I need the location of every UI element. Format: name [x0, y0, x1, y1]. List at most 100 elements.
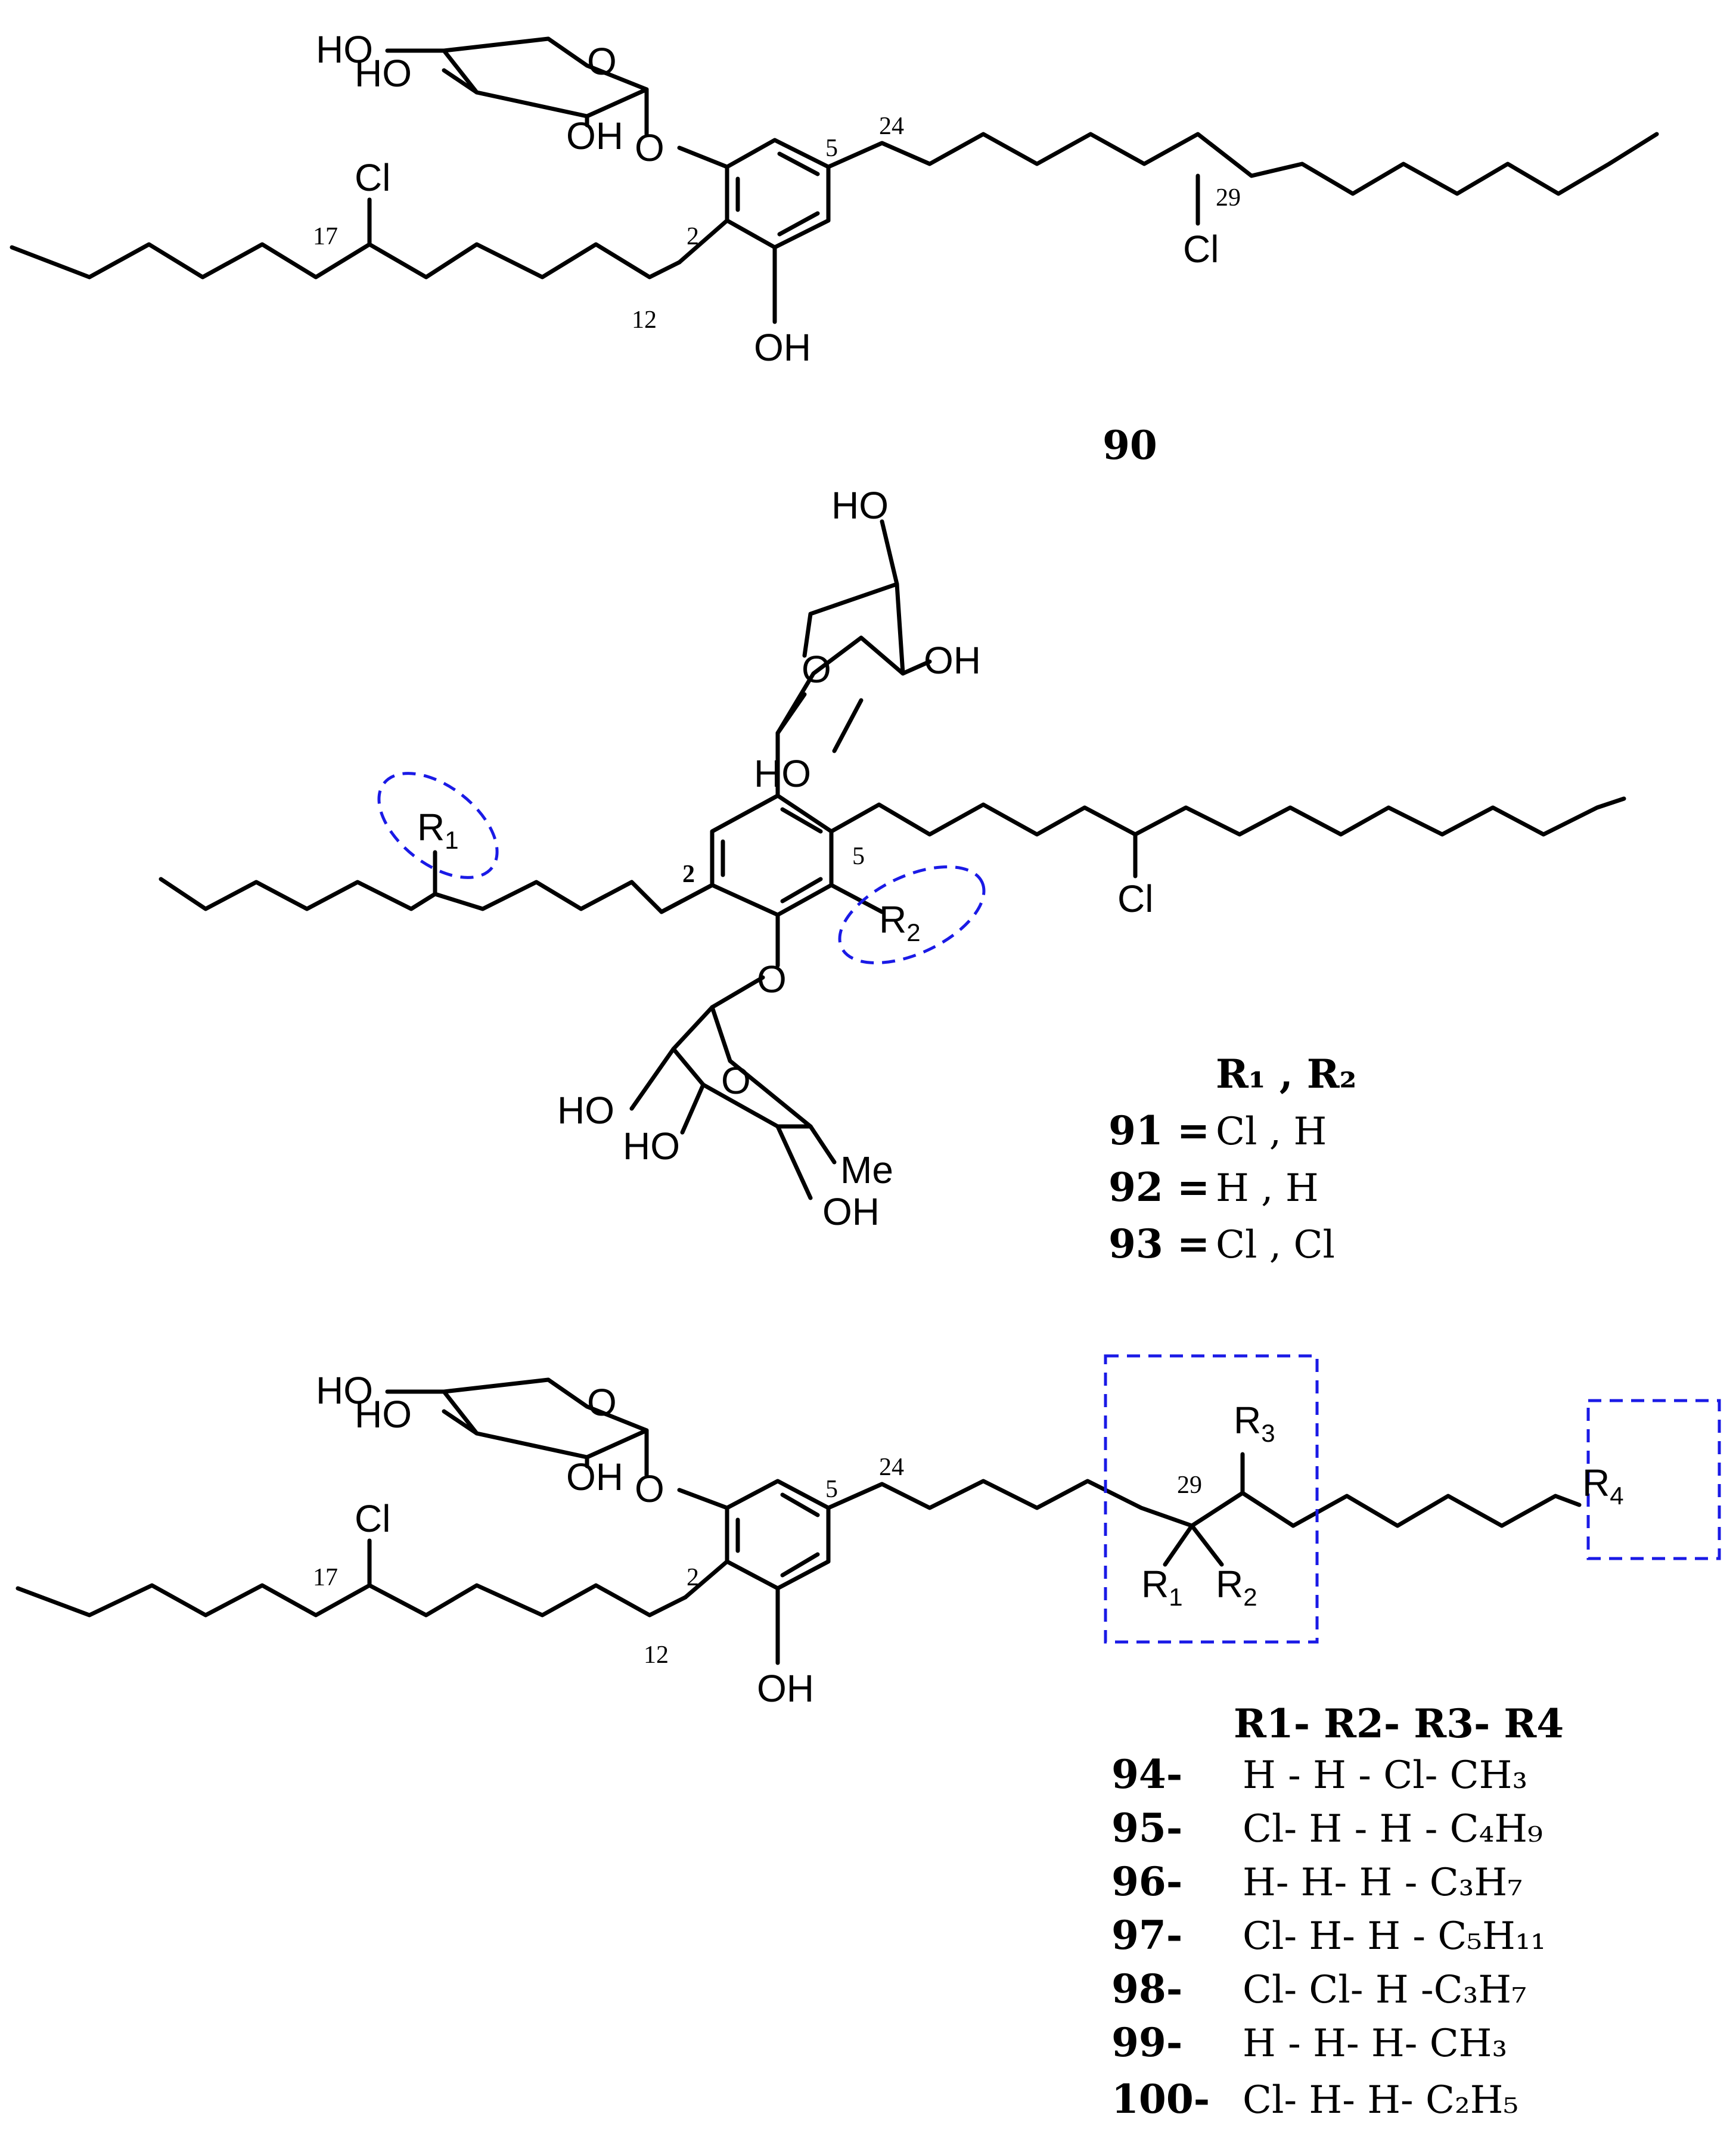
- c91-locant-2: 2: [682, 861, 695, 888]
- compound-91-93: HO OH HO O O O HO HO OH Me Cl R1 R2 2 5 …: [159, 484, 1626, 1267]
- c91-table-header: R₁ , R₂: [1216, 1051, 1356, 1097]
- c94-locant-29: 29: [1177, 1472, 1202, 1499]
- c90-locant-29: 29: [1216, 184, 1241, 212]
- c91-top-sugar-close: [775, 692, 807, 735]
- c91-r2-subscript: 2: [906, 918, 920, 946]
- c91-r1-letter: R: [417, 806, 445, 849]
- c90-sugar-ho-bond2: [442, 68, 479, 95]
- c91-ho-b1-bond: [629, 1047, 676, 1111]
- c91-me-bond: [808, 1124, 837, 1165]
- c94-locant-24: 24: [879, 1454, 904, 1481]
- c91-r1-subscript: 1: [445, 826, 458, 854]
- c91-row-93-id: 93 =: [1108, 1221, 1210, 1267]
- c91-r1: R1: [417, 806, 459, 854]
- c94-row-97-id: 97-: [1111, 1912, 1182, 1958]
- c90-ho-mid: HO: [355, 52, 412, 95]
- c91-r2-bond: [829, 883, 884, 914]
- c94-sugar-ho-bond2: [442, 1409, 479, 1436]
- c94-row-98-value: Cl- Cl- H -C₃H₇: [1243, 1968, 1527, 2012]
- c91-row-93-value: Cl , Cl: [1216, 1223, 1335, 1267]
- c91-ho-b2-bond: [680, 1082, 706, 1135]
- c94-r4-letter: R: [1582, 1461, 1610, 1504]
- c90-compound-number: 90: [1103, 422, 1157, 468]
- c94-row-99-id: 99-: [1111, 2019, 1182, 2066]
- c91-row-91-value: Cl , H: [1216, 1110, 1327, 1154]
- c94-ho-top: HO: [316, 1369, 373, 1412]
- c91-ring-inner-2: [780, 807, 823, 834]
- compound-90: HO HO OH O O OH Cl Cl 2 5 12 17 24 29 90: [10, 28, 1659, 468]
- c94-right-chain: [826, 1479, 1582, 1528]
- c94-row-96-value: H- H- H - C₃H₇: [1243, 1861, 1523, 1905]
- compound-94-100: HO HO OH O O OH Cl R1 R2 R3 R4 2 5 12 17…: [15, 1354, 1721, 2122]
- c94-oh-aromatic: OH: [757, 1667, 814, 1710]
- c91-row-91-id: 91 =: [1108, 1107, 1210, 1154]
- c91-oh-right-bond: [900, 659, 932, 676]
- c94-r1-letter: R: [1141, 1563, 1169, 1606]
- c94-c2-chain: [683, 1559, 729, 1600]
- c90-oh-sugar: OH: [566, 114, 623, 157]
- c94-r2-subscript: 2: [1243, 1583, 1257, 1611]
- c90-locant-17: 17: [313, 223, 338, 250]
- c91-ho-b1: HO: [557, 1089, 614, 1132]
- c91-oh-b3-bond: [775, 1124, 813, 1200]
- c94-o-ring: O: [587, 1381, 617, 1424]
- c94-locant-5: 5: [825, 1476, 838, 1503]
- c94-oh-sugar: OH: [566, 1455, 623, 1498]
- c94-locant-2: 2: [687, 1564, 699, 1591]
- c90-locant-2: 2: [687, 223, 699, 250]
- c91-cl-chain: Cl: [1117, 877, 1153, 920]
- c94-left-chain: [15, 1583, 688, 1618]
- c94-r4: R4: [1582, 1461, 1624, 1510]
- c90-locant-5: 5: [825, 135, 838, 162]
- c94-o-link: O: [635, 1467, 664, 1510]
- c91-ho-top: HO: [831, 484, 889, 527]
- c91-c2-chain: [659, 883, 715, 914]
- c91-row-92-id: 92 =: [1108, 1164, 1210, 1210]
- c94-r3-letter: R: [1234, 1399, 1261, 1442]
- c90-left-chain: [10, 242, 682, 280]
- c91-o-ring-top: O: [802, 648, 831, 691]
- c94-row-98-id: 98-: [1111, 1966, 1182, 2012]
- c94-row-100-value: Cl- H- H- C₂H₅: [1243, 2078, 1518, 2122]
- c91-aromatic-ring: [710, 793, 834, 917]
- c91-me: Me: [840, 1148, 893, 1191]
- c90-aromatic-ring: [725, 138, 831, 250]
- c90-ho-top: HO: [316, 28, 373, 71]
- c90-cl-left: Cl: [355, 156, 390, 199]
- c91-o-ring-bottom: O: [721, 1059, 751, 1102]
- c94-r3: R3: [1234, 1399, 1275, 1447]
- c94-r2-bond: [1190, 1523, 1224, 1567]
- c94-o-link-bond: [677, 1488, 729, 1510]
- c94-r1-subscript: 1: [1169, 1583, 1182, 1611]
- c94-cl-left: Cl: [355, 1497, 390, 1540]
- c91-r1-highlight: [377, 772, 499, 879]
- c94-r2-letter: R: [1216, 1563, 1243, 1606]
- c91-ring-inner-3: [780, 877, 823, 904]
- c90-o-ring: O: [587, 40, 617, 83]
- c94-row-94-id: 94-: [1111, 1751, 1182, 1798]
- c90-ring-inner-2: [777, 151, 820, 176]
- c90-o-link-bond: [677, 145, 729, 169]
- c94-row-97-value: Cl- H- H - C₅H₁₁: [1243, 1914, 1546, 1958]
- c91-ho-top-bond: [880, 519, 899, 586]
- c94-row-96-id: 96-: [1111, 1858, 1182, 1905]
- c90-cl-right: Cl: [1183, 228, 1219, 271]
- c90-c2-chain: [677, 218, 729, 265]
- c94-r3-subscript: 3: [1261, 1419, 1275, 1447]
- c94-row-95-value: Cl- H - H - C₄H₉: [1243, 1807, 1543, 1851]
- c94-row-99-value: H - H- H- CH₃: [1243, 2022, 1507, 2066]
- c91-r2-letter: R: [879, 898, 906, 941]
- c91-right-chain: [829, 796, 1626, 837]
- c94-r1: R1: [1141, 1563, 1183, 1611]
- c90-oh-aromatic: OH: [754, 326, 811, 369]
- c94-r4-highlight: [1586, 1399, 1721, 1560]
- c94-locant-17: 17: [313, 1564, 338, 1591]
- c94-r4-subscript: 4: [1610, 1482, 1623, 1510]
- c90-locant-24: 24: [879, 113, 904, 140]
- c94-table-header: R1- R2- R3- R4: [1234, 1700, 1564, 1747]
- c91-r2-highlight: [838, 865, 986, 965]
- c94-row-100-id: 100-: [1111, 2076, 1210, 2122]
- c94-row-95-id: 95-: [1111, 1805, 1182, 1851]
- c94-r1-bond: [1163, 1523, 1194, 1567]
